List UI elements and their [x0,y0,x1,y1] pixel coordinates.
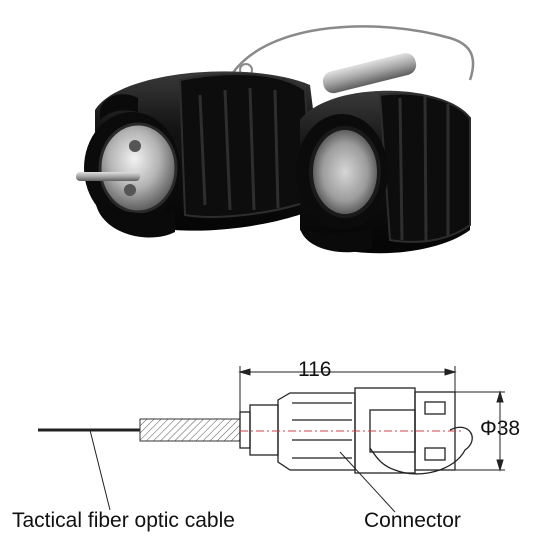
cable-boot [139,418,241,442]
receptacle-bore [311,128,379,216]
cable-caption: Tactical fiber optic cable [12,509,235,532]
metal-rod [322,53,417,94]
diameter-dimension [455,390,505,472]
technical-drawing [38,366,505,513]
connector-photo [76,25,475,254]
receptacle-connector [296,90,471,254]
connector-caption: Connector [364,509,461,532]
plug-connector [76,71,325,238]
connector-leader-line [339,451,396,513]
connector-outline [239,387,473,475]
plug-pin [76,172,140,181]
diameter-dimension-label: Φ38 [480,417,521,440]
plug-face [100,124,176,212]
cable-leader-line [89,429,111,511]
length-dimension [238,366,457,412]
lanyard-wire [230,25,475,81]
length-dimension-label: 116 [298,358,332,381]
